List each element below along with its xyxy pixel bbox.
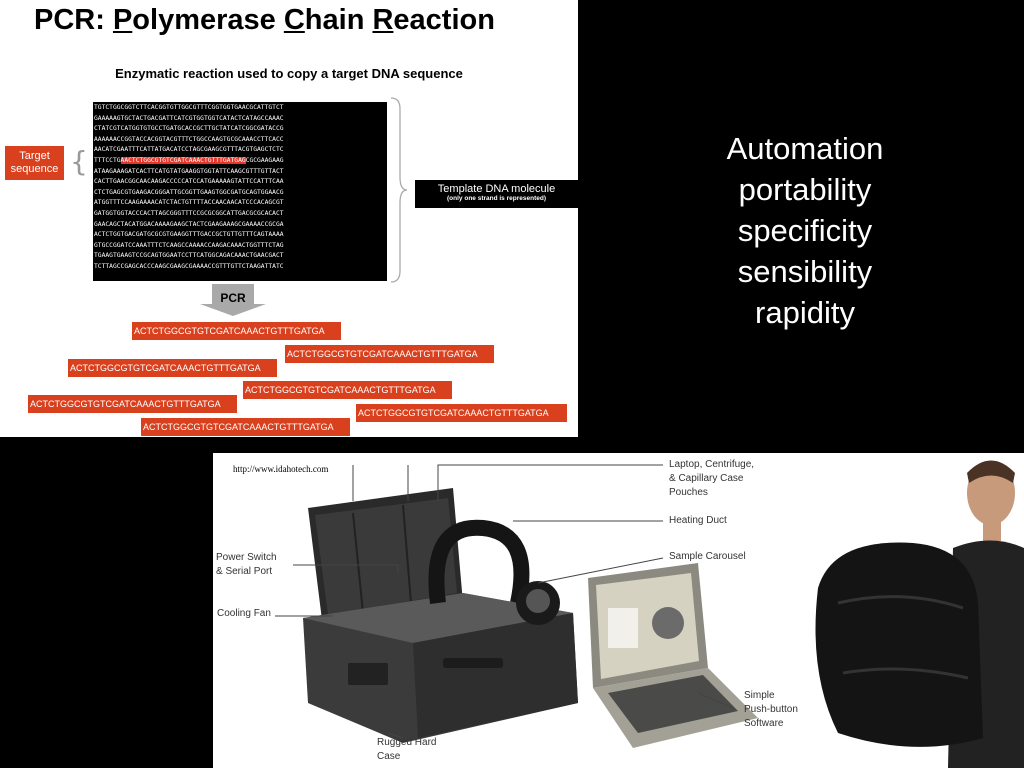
callout-line: Rugged Hard xyxy=(377,737,437,748)
sequence-prefix: TTTCCTG xyxy=(94,156,121,164)
template-title: Template DNA molecule xyxy=(437,183,556,195)
sequence-line: ATGGTTTCCAAGAAAACATCTACTGTTTTACCAACAACAT… xyxy=(94,199,284,207)
target-sequence-highlight: AACTCTGGCGTGTCGATCAAACTGTTTGATGAG xyxy=(120,156,246,164)
amplicon: ACTCTGGCGTGTCGATCAAACTGTTTGATGA xyxy=(243,381,452,399)
laptop xyxy=(588,563,758,748)
slide-title: PCR: Polymerase Chain Reaction xyxy=(34,4,495,37)
sequence-line: TGAAGTGAAGTCCGCAGTGGAATCCTTCATGGCAGACAAA… xyxy=(94,252,284,260)
callout-rugged-case: Rugged Hard Case xyxy=(377,736,436,764)
pcr-diagram-panel: PCR: Polymerase Chain Reaction Enzymatic… xyxy=(0,0,578,437)
callout-line: Case xyxy=(377,751,401,762)
callout-cooling-fan: Cooling Fan xyxy=(217,607,271,621)
template-dna-label: Template DNA molecule (only one strand i… xyxy=(415,180,578,208)
sequence-line: AAAAAACCGGTACCACGGTACGTTTCTGGCCAAGTGCGCA… xyxy=(94,135,284,143)
title-rest-c: hain xyxy=(304,4,373,36)
feature-item: portability xyxy=(738,172,872,207)
sequence-line: TGTCTGGCGGTCTTCACGGTGTTGGCGTTTCGGTGGTGAA… xyxy=(94,104,284,111)
title-letter-r: R xyxy=(372,4,394,36)
amplicon: ACTCTGGCGTGTCGATCAAACTGTTTGATGA xyxy=(141,418,350,436)
target-sequence-label: Target sequence xyxy=(5,146,64,180)
callout-line: Sample Carousel xyxy=(669,551,746,562)
callout-line: Push-button xyxy=(744,704,798,715)
callout-line: Pouches xyxy=(669,487,708,498)
callout-line: & Capillary Case xyxy=(669,473,744,484)
feature-item: rapidity xyxy=(755,295,855,330)
sequence-line: AACATCGAATTTCATTATGACATCCTAGCGAAGCGTTTAC… xyxy=(94,146,284,154)
sequence-line: CTATCGTCATGGTGTGCCTGATGCACCGCTTGCTATCATC… xyxy=(94,125,284,133)
target-label-line1: Target xyxy=(19,150,50,162)
pcr-arrow-label: PCR xyxy=(220,291,246,305)
source-url: http://www.idahotech.com xyxy=(233,464,329,474)
title-letter-p: P xyxy=(112,4,133,36)
feature-item: Automation xyxy=(726,131,884,166)
amplicon: ACTCTGGCGTGTCGATCAAACTGTTTGATGA xyxy=(285,345,494,363)
feature-item: specificity xyxy=(737,213,873,248)
device-illustration xyxy=(275,460,1024,768)
amplicon: ACTCTGGCGTGTCGATCAAACTGTTTGATGA xyxy=(68,359,277,377)
target-label-line2: sequence xyxy=(10,163,59,175)
heating-duct xyxy=(428,519,560,625)
callout-line: Simple xyxy=(744,690,775,701)
callout-line: Power Switch xyxy=(216,552,277,563)
sequence-line: GAACAGCTACATGGACAAAAGAAGCTACTCGAAGAAAGCG… xyxy=(94,220,284,228)
diagram-subtitle: Enzymatic reaction used to copy a target… xyxy=(115,66,463,81)
sequence-line: CTCTGAGCGTGAAGACGGGATTGCGGTTGAAGTGGCGATG… xyxy=(94,188,284,196)
callout-software: Simple Push-button Software xyxy=(744,689,798,731)
sequence-line-target: TTTCCTGAACTCTGGCGTGTCGATCAAACTGTTTGATGAG… xyxy=(93,156,387,167)
features-list: Automation portability specificity sensi… xyxy=(690,128,920,333)
person-with-backpack xyxy=(815,460,1024,768)
title-letter-c: C xyxy=(283,4,305,36)
callout-line: Laptop, Centrifuge, xyxy=(669,459,755,470)
sequence-line: GAAAAAGTGCTACTGACGATTCATCGTGGTGGTCATACTC… xyxy=(94,114,284,122)
sequence-suffix: CGCGAAGAAG xyxy=(245,156,284,164)
title-rest-r: eaction xyxy=(393,4,495,36)
sequence-line: GATGGTGGTACCCACTTAGCGGGTTTCCGCGCGGCATTGA… xyxy=(94,209,284,217)
title-rest-p: olymerase xyxy=(132,4,284,36)
pcr-arrow-icon xyxy=(200,284,266,316)
sequence-line: ACTCTGGTGACGATGCGCGTGAAGGTTTGACCGCTGTTGT… xyxy=(94,231,284,239)
hard-case-body xyxy=(303,593,578,743)
sequence-line: TCTTAGCCGAGCACCCAAGCGAAGCGAAAACCGTTTGTTC… xyxy=(94,262,284,270)
portable-pcr-device-panel: http://www.idahotech.com xyxy=(213,453,1024,768)
callout-sample-carousel: Sample Carousel xyxy=(669,550,746,564)
case-lid xyxy=(308,488,463,628)
callout-line: Heating Duct xyxy=(669,515,727,526)
template-brace-icon xyxy=(390,97,408,283)
callout-power-switch: Power Switch & Serial Port xyxy=(216,551,277,579)
amplicon: ACTCTGGCGTGTCGATCAAACTGTTTGATGA xyxy=(28,395,237,413)
amplicon: ACTCTGGCGTGTCGATCAAACTGTTTGATGA xyxy=(356,404,567,422)
sequence-line: GTGCCGGATCCAAATTTCTCAAGCCAAAACCAAGACAAAC… xyxy=(94,241,284,249)
callout-laptop-centrifuge: Laptop, Centrifuge, & Capillary Case Pou… xyxy=(669,458,754,500)
callout-line: & Serial Port xyxy=(216,566,273,577)
dna-sequence-block: TGTCTGGCGGTCTTCACGGTGTTGGCGTTTCGGTGGTGAA… xyxy=(93,102,387,281)
callout-lines xyxy=(275,464,734,739)
sequence-line: CACTTGAACGGCAACAAGACCCCCATCCATGAAAAAGTAT… xyxy=(94,178,284,186)
callout-heating-duct: Heating Duct xyxy=(669,514,727,528)
feature-item: sensibility xyxy=(737,254,873,289)
amplicon: ACTCTGGCGTGTCGATCAAACTGTTTGATGA xyxy=(132,322,341,340)
target-brace-icon: { xyxy=(70,145,88,178)
callout-line: Cooling Fan xyxy=(217,608,271,619)
callout-line: Software xyxy=(744,718,784,729)
sequence-line: ATAAGAAAGATCACTTCATGTATGAAGGTGGTATTCAAGC… xyxy=(94,167,284,175)
template-note: (only one strand is represented) xyxy=(447,195,546,202)
title-prefix: PCR: xyxy=(34,4,113,36)
